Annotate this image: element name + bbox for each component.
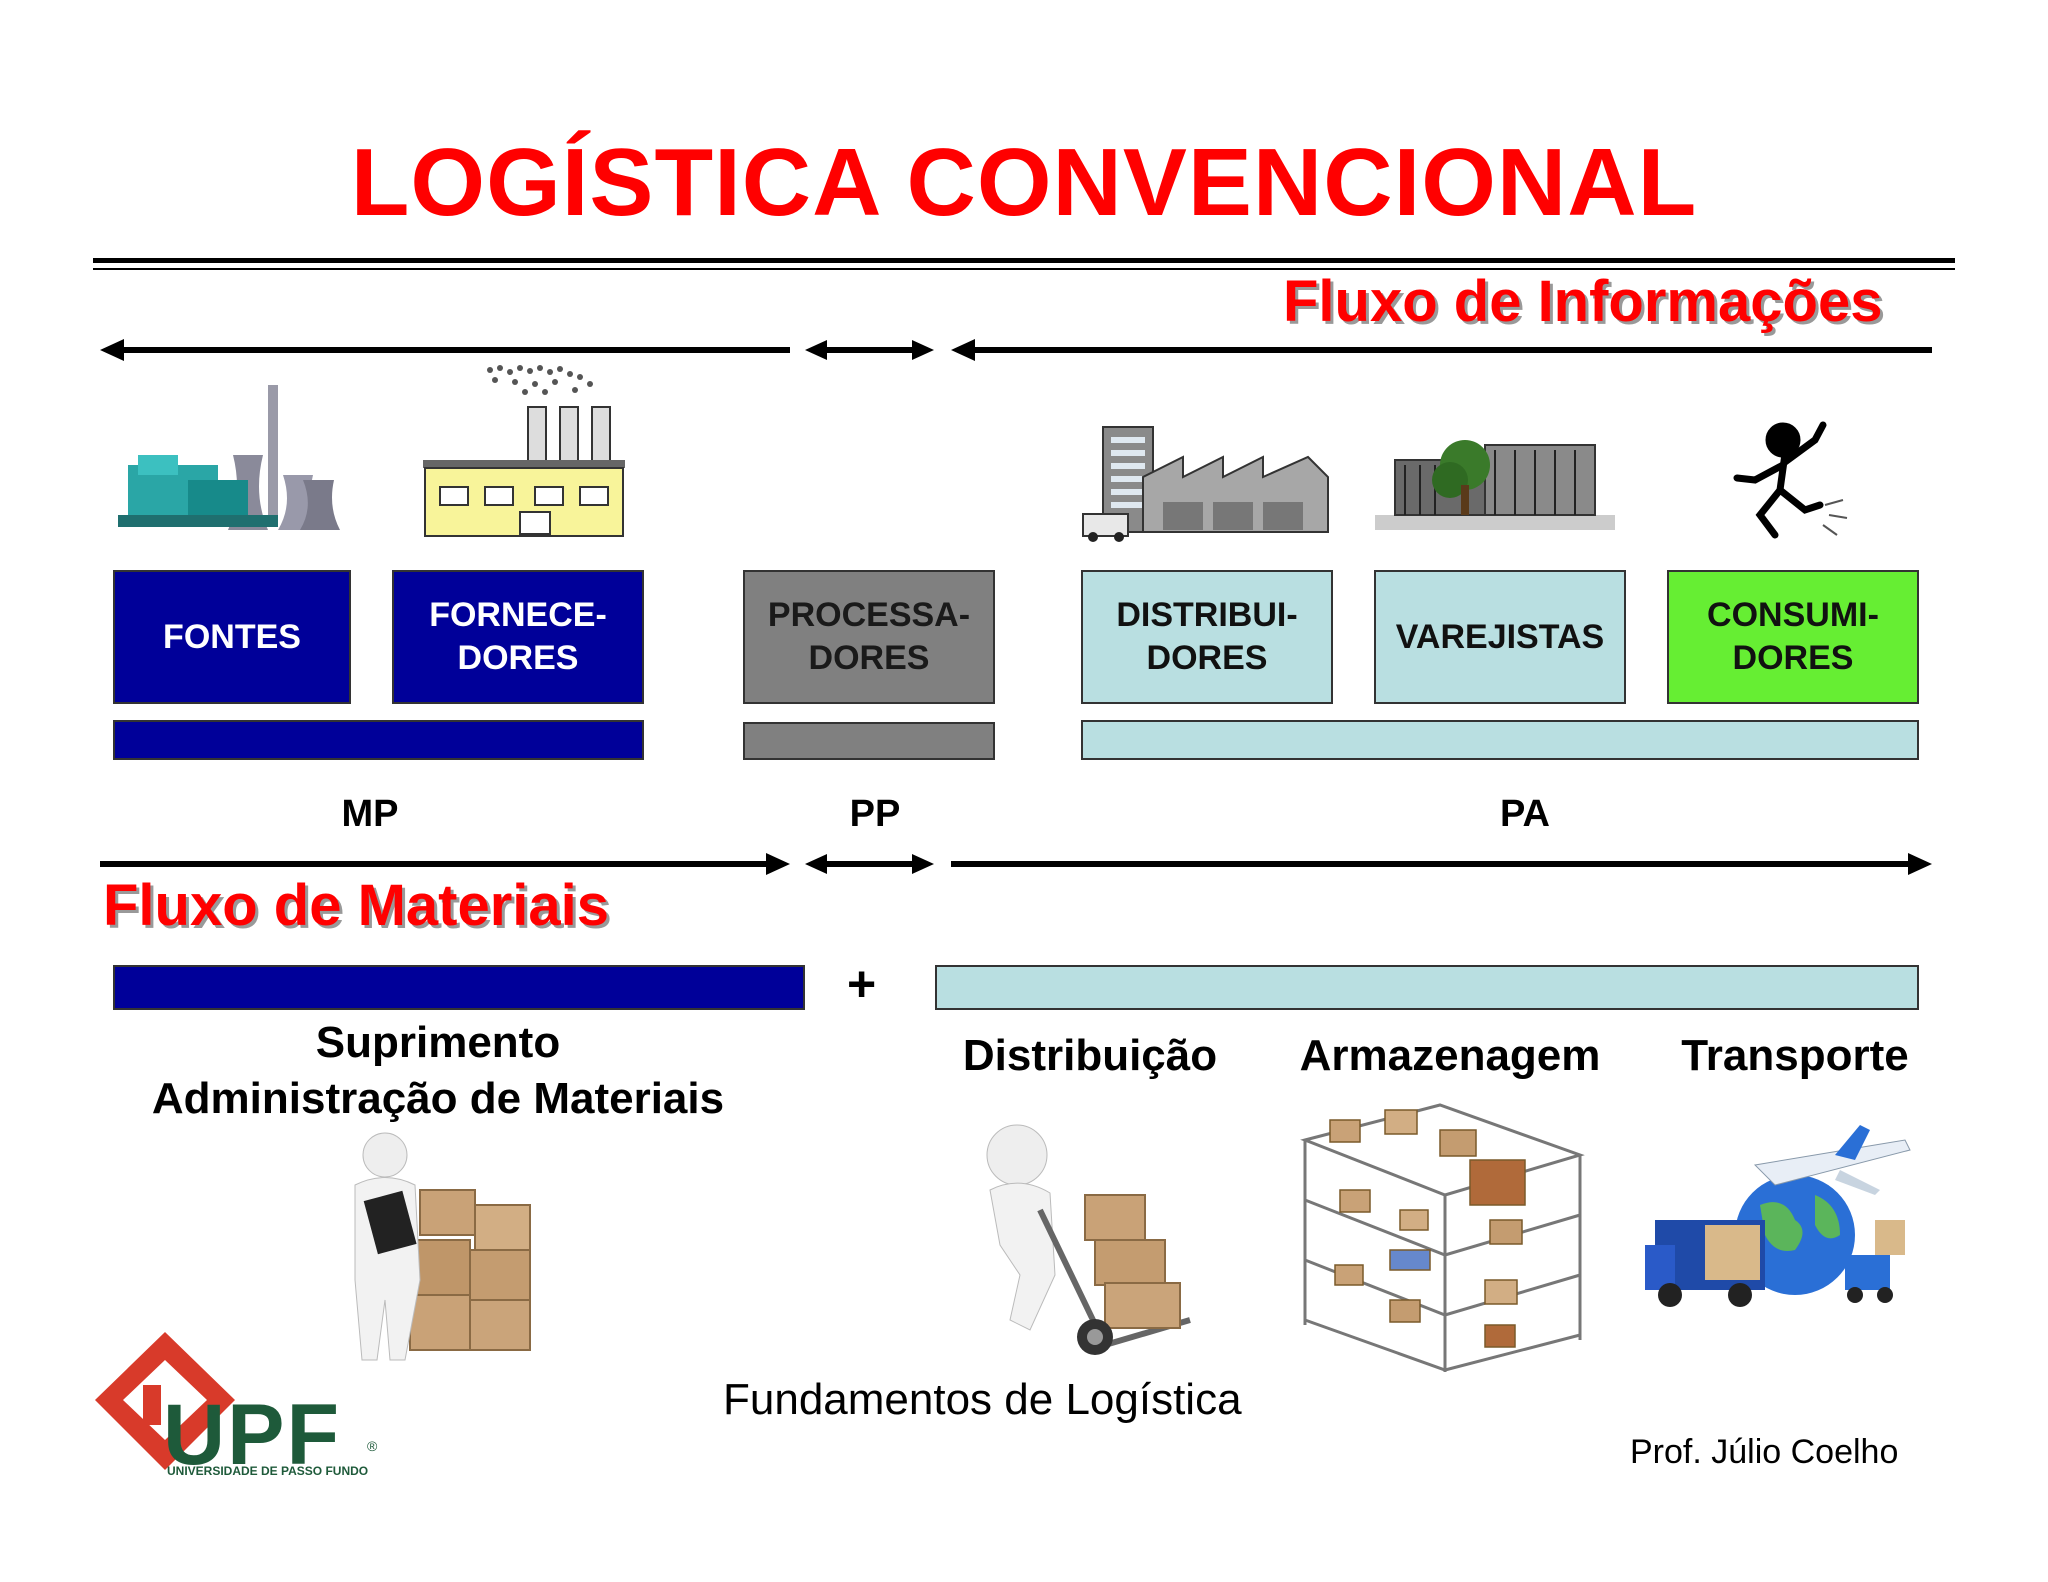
upf-logo-registered: ® (367, 1438, 378, 1454)
box-fornecedores: FORNECE- DORES (392, 570, 644, 704)
warehouse-shelves-icon (1300, 1103, 1585, 1372)
segment-bar-mp (113, 720, 644, 760)
box-consumidores: CONSUMI- DORES (1667, 570, 1919, 704)
distribution-center-icon (1082, 426, 1329, 542)
box-processadores-label-1: PROCESSA- (767, 596, 971, 634)
segment-label-mp: MP (341, 793, 399, 835)
upf-logo-mark (95, 1332, 235, 1470)
segment-bar-pp (743, 722, 995, 760)
footer-author: Prof. Júlio Coelho (1630, 1433, 1899, 1471)
box-fornecedores-label-1: FORNECE- (429, 596, 607, 634)
box-consumidores-label-1: CONSUMI- (1707, 596, 1879, 634)
label-distribuicao: Distribuição (962, 1031, 1218, 1080)
box-processadores-label-2: DORES (808, 639, 930, 677)
info-flow-title: Fluxo de Informações (1283, 269, 1883, 334)
supply-bar (113, 965, 805, 1010)
footer-course: Fundamentos de Logística (723, 1375, 1242, 1424)
title-rule-thin (93, 268, 1955, 270)
power-plant-icon (118, 385, 340, 530)
material-arrow-mp (100, 853, 790, 875)
material-arrow-pp (805, 854, 934, 874)
segment-bar-pa (1081, 720, 1919, 760)
distribution-bar (935, 965, 1919, 1010)
info-arrow-pa (951, 339, 1932, 361)
factory-icon (423, 365, 625, 537)
worker-boxes-icon (354, 1132, 531, 1361)
box-distribuidores: DISTRIBUI- DORES (1081, 570, 1333, 704)
box-distribuidores-label-2: DORES (1146, 639, 1268, 677)
upf-logo-letters: UPF (163, 1387, 341, 1483)
info-arrow-mp (100, 339, 790, 361)
supply-labels: Suprimento Administração de Materiais (113, 1015, 763, 1127)
supply-label-1: Suprimento (315, 1018, 561, 1067)
upf-logo: UPF ® UNIVERSIDADE DE PASSO FUNDO (95, 1330, 378, 1483)
upf-logo-caption: UNIVERSIDADE DE PASSO FUNDO (167, 1464, 369, 1478)
info-arrow-pp (805, 340, 934, 360)
box-processadores: PROCESSA- DORES (743, 570, 995, 704)
segment-label-pp: PP (849, 793, 901, 835)
box-consumidores-label-2: DORES (1732, 639, 1854, 677)
box-distribuidores-label-1: DISTRIBUI- (1116, 596, 1298, 634)
label-armazenagem: Armazenagem (1299, 1031, 1601, 1080)
supply-label-2: Administração de Materiais (151, 1074, 725, 1123)
box-fornecedores-label-2: DORES (457, 639, 579, 677)
box-fontes-label: FONTES (163, 617, 301, 656)
label-transporte: Transporte (1681, 1031, 1909, 1080)
box-varejistas-label: VAREJISTAS (1395, 617, 1605, 656)
title-rule-thick (93, 258, 1955, 263)
consumer-figure-icon (1733, 421, 1848, 539)
materials-flow-title: Fluxo de Materiais (103, 873, 610, 938)
segment-label-pa: PA (1500, 793, 1550, 835)
box-fontes: FONTES (113, 570, 351, 704)
plus-sign: + (847, 956, 877, 1012)
retail-building-icon (1375, 440, 1615, 530)
box-varejistas: VAREJISTAS (1374, 570, 1626, 704)
transport-globe-icon (1645, 1125, 1911, 1307)
material-arrow-pa (951, 853, 1932, 875)
hand-truck-icon (986, 1124, 1191, 1355)
page-title: LOGÍSTICA CONVENCIONAL (350, 129, 1698, 236)
